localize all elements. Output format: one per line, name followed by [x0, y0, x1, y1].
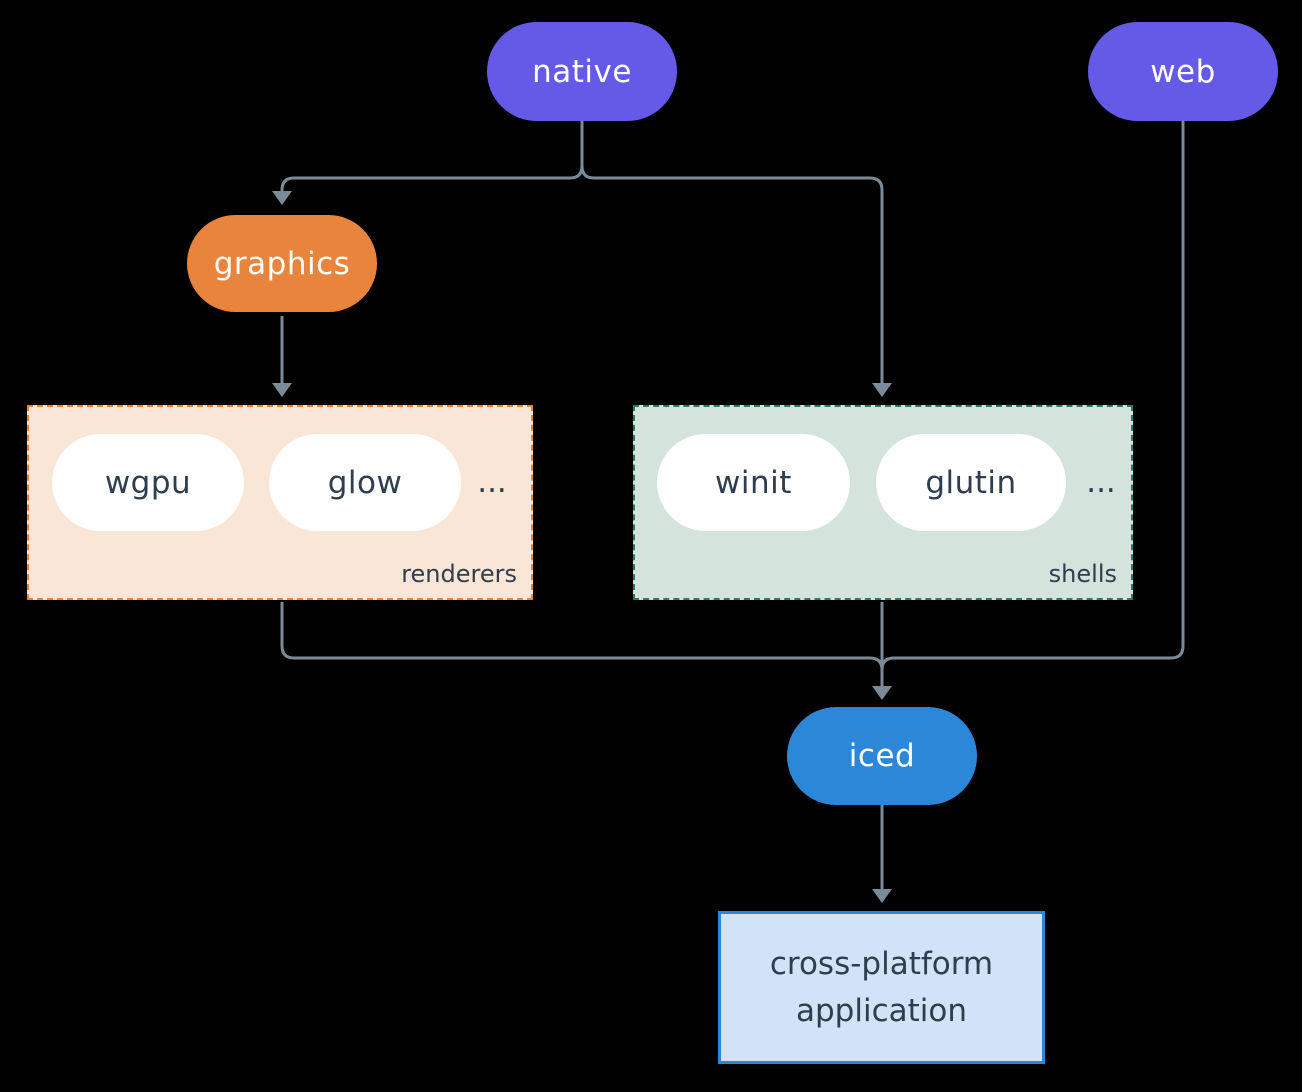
pill-glow: glow: [269, 434, 461, 531]
group-shells: winit glutin ... shells: [633, 405, 1133, 600]
pill-glow-label: glow: [327, 464, 403, 501]
node-application: cross-platform application: [718, 911, 1045, 1064]
pill-glutin-label: glutin: [925, 464, 1017, 501]
node-graphics-label: graphics: [213, 245, 351, 282]
node-native-label: native: [532, 53, 632, 90]
pill-winit-label: winit: [715, 464, 792, 501]
arrowhead-into-renderers: [272, 383, 292, 397]
edge-native-to-shells: [580, 165, 884, 383]
edge-renderers-to-merge: [280, 602, 884, 671]
pill-wgpu: wgpu: [52, 434, 244, 531]
pill-glutin: glutin: [876, 434, 1066, 531]
shells-group-label: shells: [1048, 560, 1117, 588]
renderers-group-label: renderers: [401, 560, 517, 588]
arrowhead-into-application: [872, 889, 892, 903]
node-graphics: graphics: [187, 215, 377, 312]
node-native: native: [487, 22, 677, 121]
renderers-ellipsis: ...: [477, 464, 507, 500]
node-web: web: [1088, 22, 1278, 121]
arrowhead-into-shells: [872, 383, 892, 397]
application-label-line2: application: [796, 992, 967, 1029]
node-iced: iced: [787, 707, 977, 805]
edge-native-to-graphics: [280, 121, 584, 192]
node-iced-label: iced: [848, 738, 916, 774]
arrowhead-into-graphics: [272, 191, 292, 205]
arrowhead-into-iced: [872, 686, 892, 700]
pill-winit: winit: [657, 434, 850, 531]
application-label-line1: cross-platform: [769, 945, 994, 982]
node-web-label: web: [1150, 53, 1216, 90]
group-renderers: wgpu glow ... renderers: [27, 405, 533, 600]
shells-ellipsis: ...: [1086, 464, 1116, 500]
pill-wgpu-label: wgpu: [104, 464, 192, 501]
